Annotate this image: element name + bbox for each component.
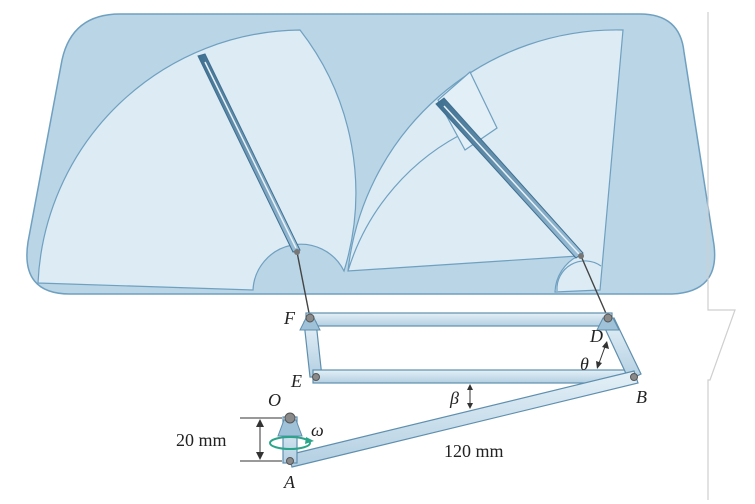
- right-wiper-pivot: [578, 253, 584, 259]
- label-D: D: [589, 326, 603, 346]
- label-E: E: [290, 371, 302, 391]
- dim-20-arrow-up-icon: [256, 419, 264, 427]
- support-O: [277, 419, 303, 437]
- label-beta: β: [449, 388, 459, 408]
- dim-20-arrow-down-icon: [256, 452, 264, 460]
- pin-E: [312, 373, 320, 381]
- left-wiper-shaft: [296, 251, 311, 319]
- pin-F: [305, 313, 315, 323]
- beta-arrow-down-icon: [467, 403, 473, 409]
- ghost-wiper-position: [437, 71, 498, 151]
- label-theta: θ: [580, 354, 589, 374]
- omega-arrowhead-icon: [305, 437, 314, 444]
- break-line: [707, 12, 736, 500]
- theta-arrow-down-icon: [596, 361, 602, 369]
- pin-D: [603, 313, 613, 323]
- right-wiper-hub: [556, 260, 602, 292]
- link-FD: [305, 312, 613, 327]
- dimension-crank-length: 20 mm: [176, 430, 227, 450]
- support-D: [596, 317, 620, 331]
- left-wiper-blade-edge: [204, 61, 297, 249]
- pin-A: [286, 457, 294, 465]
- omega-rotation-arrow: [269, 436, 311, 450]
- beta-arrow-up-icon: [467, 384, 473, 390]
- right-wiper-swept-arc: [347, 129, 471, 272]
- dimension-coupler-length: 120 mm: [444, 441, 504, 461]
- label-O: O: [268, 390, 281, 410]
- right-wiper-shaft: [580, 255, 609, 319]
- left-wiper-sweep: [37, 29, 357, 291]
- label-F: F: [283, 308, 296, 328]
- pin-B: [630, 373, 638, 381]
- label-omega: ω: [311, 420, 324, 440]
- label-A: A: [283, 472, 296, 492]
- left-wiper-pivot: [294, 249, 300, 255]
- right-wiper-blade-edge: [443, 105, 580, 255]
- pin-O: [284, 412, 296, 424]
- label-B: B: [636, 387, 647, 407]
- theta-arrow-up-icon: [602, 341, 609, 349]
